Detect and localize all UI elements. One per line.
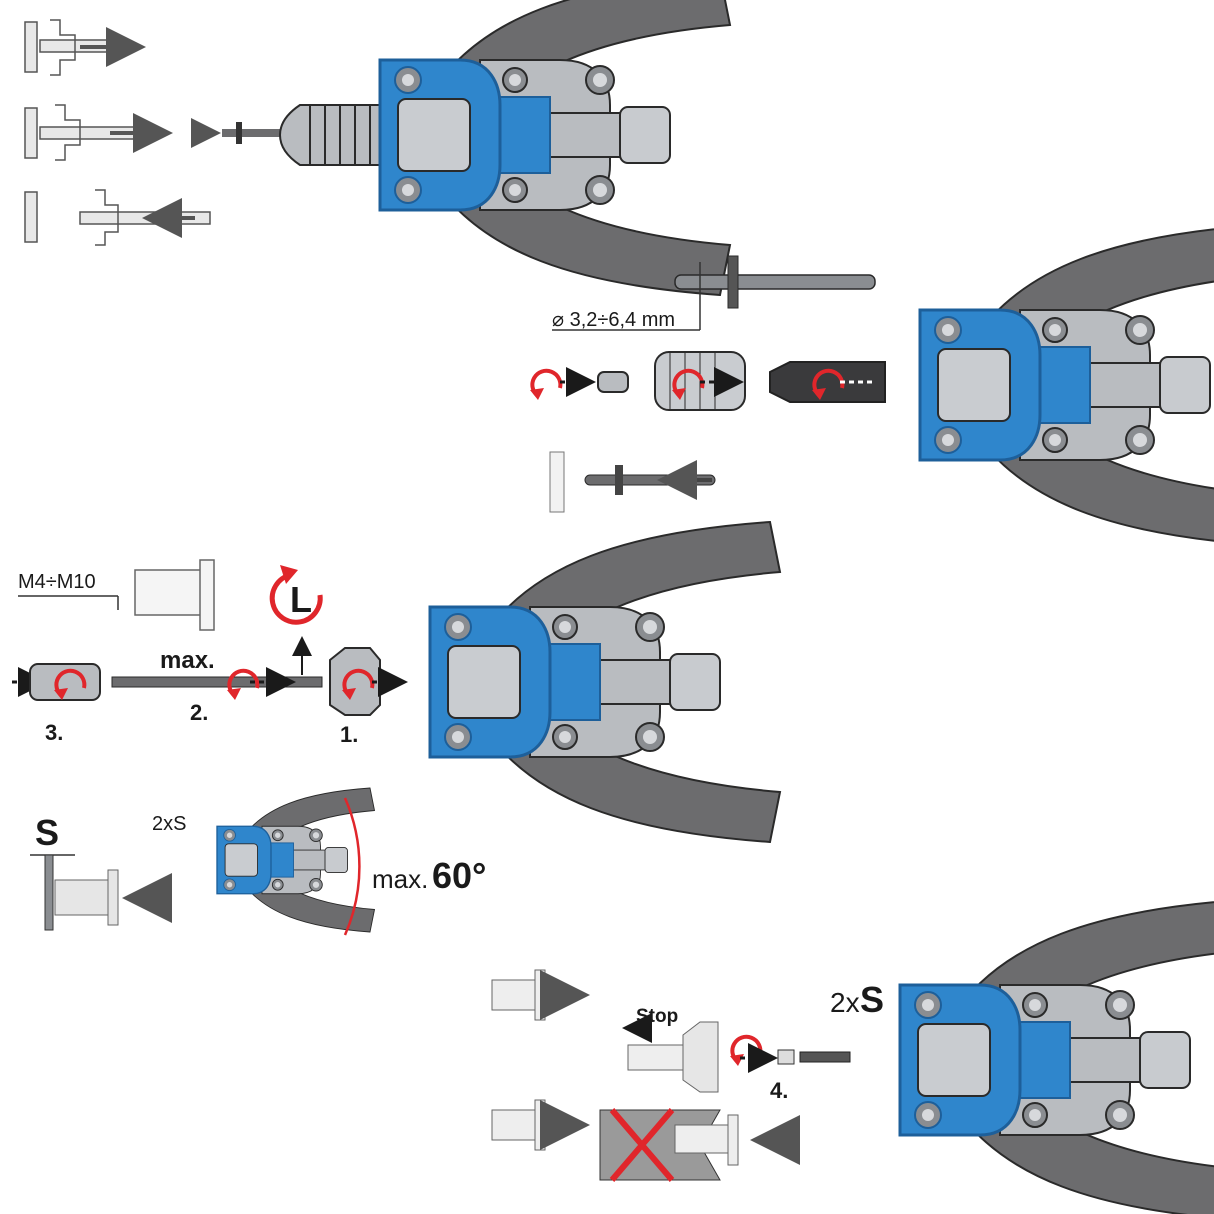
length-symbol: L: [269, 565, 323, 625]
section-blind-rivet-options: [24, 0, 732, 297]
section-angle-setting: S 2xS max. 60°: [30, 787, 486, 936]
riveting-tool: [378, 0, 732, 297]
threaded-nose: [279, 104, 381, 166]
step-1-label: 1.: [340, 722, 358, 747]
rivet-with-dimension: ⌀ 3,2÷6,4 mm: [552, 255, 876, 331]
jaw-housing: [769, 361, 886, 403]
nose-cap: [329, 647, 381, 716]
nozzle-part: [597, 371, 629, 393]
nose-and-jaw-parts: [528, 351, 886, 411]
rivet-nut-side: [54, 869, 119, 926]
angle-prefix-label: max.: [372, 864, 428, 894]
s-symbol: S: [35, 812, 59, 853]
mandrel: [111, 676, 323, 688]
rivet-pin: [222, 122, 282, 144]
rivet-nut-correct: [491, 969, 590, 1021]
stop-gauge: [627, 1021, 719, 1093]
section-rivet-size: ⌀ 3,2÷6,4 mm: [528, 223, 1214, 547]
red-x-icon: [609, 1108, 675, 1182]
riveting-tool: [428, 520, 782, 844]
two-x-s-large-suffix: S: [860, 979, 884, 1020]
riveting-tool: [918, 223, 1214, 547]
angle-value-label: 60°: [432, 855, 486, 896]
step-3-label: 3.: [45, 720, 63, 745]
length-symbol-label: L: [290, 579, 312, 620]
section-rivet-nut-install: Stop 4. 2x S: [491, 898, 1214, 1214]
small-nut: [777, 1049, 795, 1065]
rivet-installed-sketch: [549, 451, 716, 513]
rotate-arrow-icon: [528, 368, 563, 402]
riveting-tool: [898, 898, 1214, 1214]
adjustment-nut: [29, 663, 101, 701]
max-label: max.: [160, 647, 215, 674]
step-2-label: 2.: [190, 700, 208, 725]
thread-range-label: M4÷M10: [18, 571, 96, 593]
two-x-s-small-label: 2xS: [152, 813, 186, 835]
rivet-sketch-2: [24, 104, 151, 161]
workpiece-plate: [44, 854, 54, 931]
two-x-s-large-prefix: 2x: [830, 987, 860, 1018]
angle-arc: [343, 797, 361, 936]
stop-label: Stop: [636, 1006, 678, 1027]
diameter-range-label: ⌀ 3,2÷6,4 mm: [552, 309, 675, 331]
rivet-nut-sketch: M4÷M10: [18, 559, 215, 631]
mandrel-short: [799, 1051, 851, 1063]
section-rivet-nut-setup: M4÷M10 3. max. 2. L 1.: [12, 520, 782, 844]
rotate-arrow-icon: [728, 1034, 763, 1068]
step-4-label: 4.: [770, 1078, 788, 1103]
